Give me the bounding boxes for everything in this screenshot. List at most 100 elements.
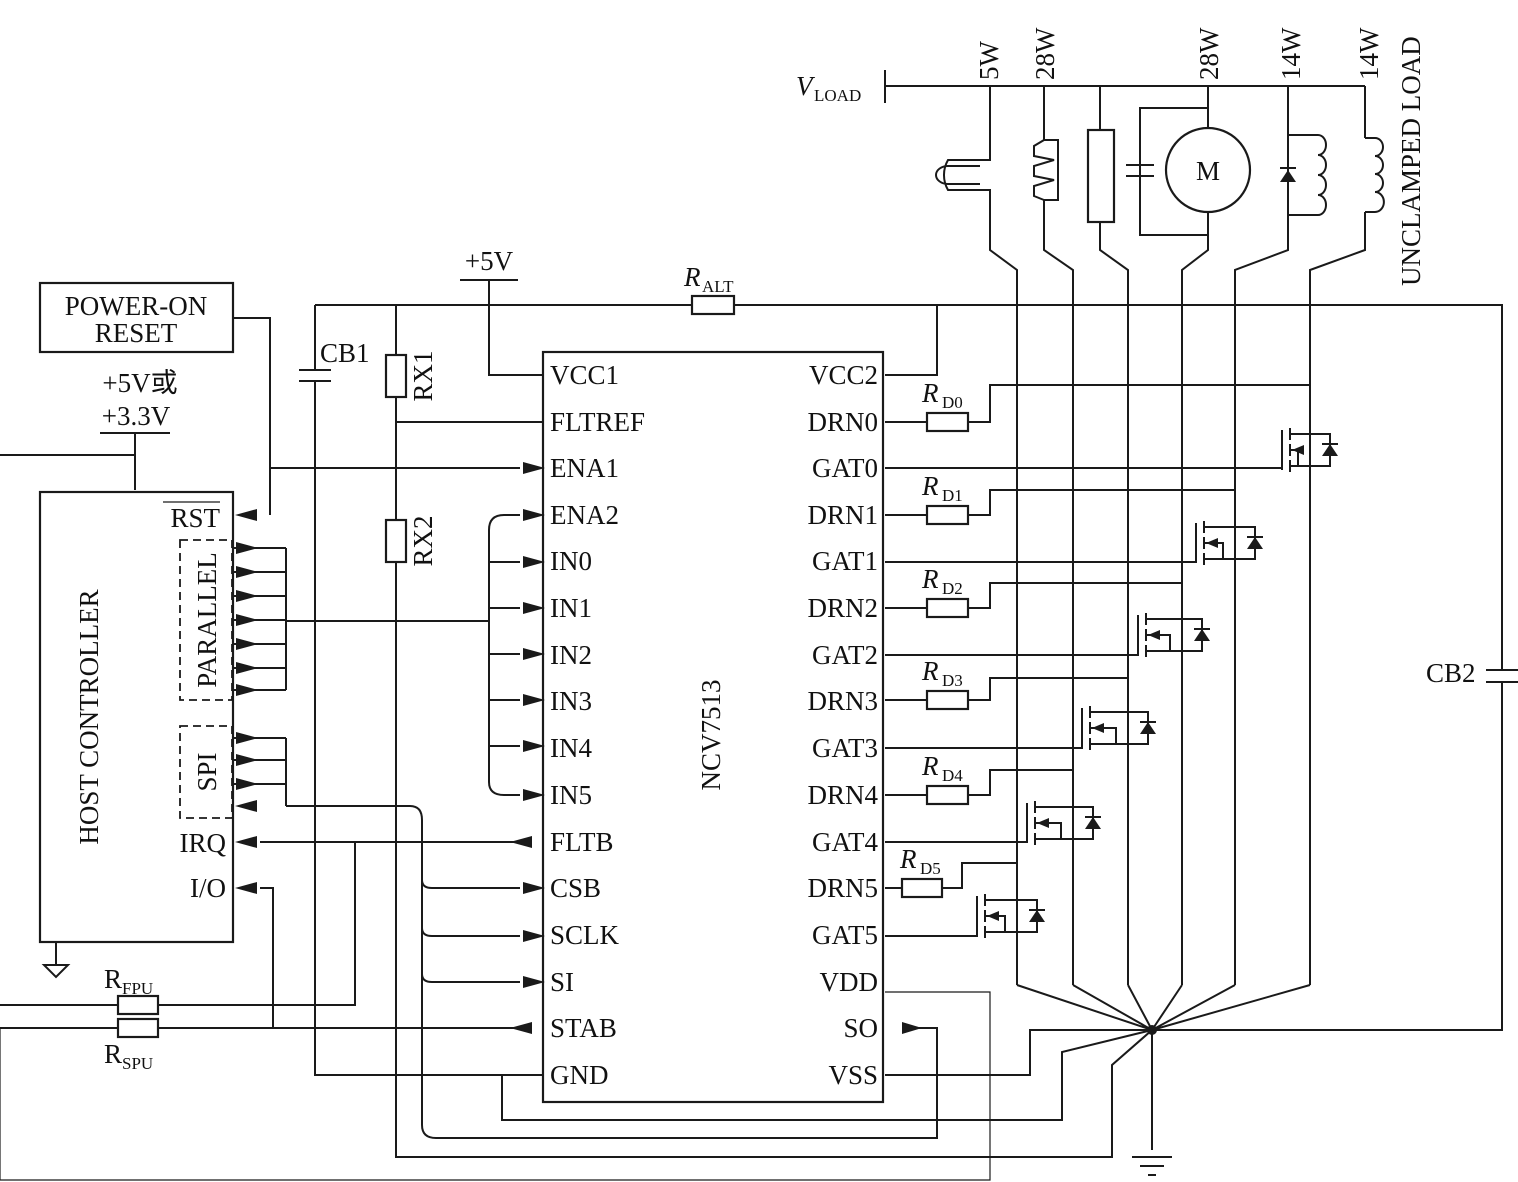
chip-pin-gnd: GND [550, 1060, 609, 1090]
mosfet-0-arrow [1292, 445, 1304, 455]
mosfet-0-body [1281, 410, 1331, 490]
chip-pin-csb: CSB [550, 873, 601, 903]
rd2-label-sub: D2 [942, 579, 963, 598]
mosfet-2-body [1137, 595, 1203, 675]
chip-pin-gat2: GAT2 [812, 640, 878, 670]
por-label-line2: RESET [95, 318, 178, 348]
host-controller-title: HOST CONTROLLER [74, 589, 104, 844]
signal-arrows [235, 462, 922, 1034]
mosfet-3-body [1081, 688, 1149, 768]
rspu-resistor [116, 1017, 160, 1039]
chip-pin-gat3: GAT3 [812, 733, 878, 763]
mosfet-2-arrow [1148, 630, 1160, 640]
coil-load [1033, 86, 1074, 985]
rd5-resistor [900, 877, 944, 899]
mosfet-3-arrow [1092, 723, 1104, 733]
mosfet-2 [1137, 595, 1210, 675]
rst-pin-label: RST [170, 503, 220, 533]
chip-pin-vcc2: VCC2 [809, 360, 878, 390]
chip-body [541, 350, 885, 1104]
mosfet-3-diode [1140, 722, 1156, 734]
mosfet-1-body [1195, 503, 1256, 583]
watt-label-clamped: 14W [1276, 27, 1306, 80]
host-ground-symbol [41, 964, 71, 979]
motor-label: M [1196, 156, 1220, 186]
chip-pin-vdd: VDD [820, 967, 879, 997]
parallel-group [179, 539, 233, 701]
mosfet-1-arrow [1206, 538, 1218, 548]
mosfet-5-body [976, 876, 1038, 956]
rspu-label-sub: SPU [122, 1054, 153, 1073]
rx2-resistor [384, 518, 408, 564]
chip-pin-drn2: DRN2 [807, 593, 878, 623]
rd2-label-main: R [921, 564, 939, 594]
chip-pin-ena1: ENA1 [550, 453, 619, 483]
chip-name: NCV7513 [696, 679, 726, 790]
rd4-label-sub: D4 [942, 766, 963, 785]
mosfet-4 [1026, 783, 1101, 863]
mosfet-5-arrow [987, 911, 999, 921]
mosfet-4-diode [1085, 817, 1101, 829]
vload-label-sub: LOAD [814, 86, 861, 105]
mosfet-0-diode [1322, 444, 1338, 456]
mosfet-3 [1081, 688, 1156, 768]
rfpu-label-sub: FPU [122, 979, 153, 998]
chip-pin-stab: STAB [550, 1013, 617, 1043]
chip-pin-drn4: DRN4 [807, 780, 878, 810]
mosfet-4-body [1026, 783, 1094, 863]
lamp-load [935, 86, 1018, 985]
cb2-capacitor [1486, 669, 1518, 683]
rd4-label-main: R [921, 751, 939, 781]
chip-pin-drn3: DRN3 [807, 686, 878, 716]
rd0-label-sub: D0 [942, 393, 963, 412]
io-pin-label: I/O [190, 873, 226, 903]
chip-pin-drn5: DRN5 [807, 873, 878, 903]
mosfet-5-diode [1029, 910, 1045, 922]
chip-pin-vcc1: VCC1 [550, 360, 619, 390]
chip-pin-labels: VCC1FLTREFENA1ENA2IN0IN1IN2IN3IN4IN5FLTB… [550, 360, 878, 1090]
mosfet-group [976, 410, 1338, 956]
chip-pin-gat0: GAT0 [812, 453, 878, 483]
ralt-label-sub: ALT [702, 277, 734, 296]
chip-pin-in2: IN2 [550, 640, 592, 670]
rx2-label: RX2 [408, 515, 438, 566]
unclamped-inductive-load [1309, 86, 1385, 985]
chip-pin-in0: IN0 [550, 546, 592, 576]
rx1-resistor [384, 353, 408, 399]
chip-pin-gat5: GAT5 [812, 920, 878, 950]
rd0-label-main: R [921, 378, 939, 408]
rfpu-resistor [116, 994, 160, 1016]
mosfet-0 [1281, 410, 1338, 490]
host-controller-box [38, 490, 235, 944]
host-supply-line2: +3.3V [102, 401, 171, 431]
watt-label-coil: 28W [1030, 27, 1060, 80]
unclamped-load-label: UNCLAMPED LOAD [1396, 36, 1426, 286]
rspu-label-main: R [104, 1039, 122, 1069]
vload-label-main: V [796, 71, 816, 101]
mosfet-1-diode [1247, 537, 1263, 549]
chip-pin-fltref: FLTREF [550, 407, 645, 437]
rd3-resistor [925, 689, 970, 711]
motor-load [1126, 86, 1252, 985]
driver-stage [885, 384, 1310, 937]
chip-pin-si: SI [550, 967, 574, 997]
spi-label: SPI [192, 752, 222, 791]
chip-pin-sclk: SCLK [550, 920, 620, 950]
rd1-label-sub: D1 [942, 486, 963, 505]
mosfet-2-diode [1194, 629, 1210, 641]
loads [935, 86, 1385, 1031]
watt-label-unclamped: 14W [1354, 27, 1384, 80]
rd4-resistor [925, 784, 970, 806]
rd3-label-main: R [921, 656, 939, 686]
clamped-inductive-load [1234, 86, 1327, 985]
rd0-resistor [925, 411, 970, 433]
chip-pin-fltb: FLTB [550, 827, 614, 857]
chip-pin-in4: IN4 [550, 733, 592, 763]
resistor-load [1086, 86, 1129, 985]
chip-pin-gat1: GAT1 [812, 546, 878, 576]
host-supply-line1: +5V或 [102, 368, 177, 398]
chip-pin-ena2: ENA2 [550, 500, 619, 530]
rd5-label-main: R [899, 844, 917, 874]
